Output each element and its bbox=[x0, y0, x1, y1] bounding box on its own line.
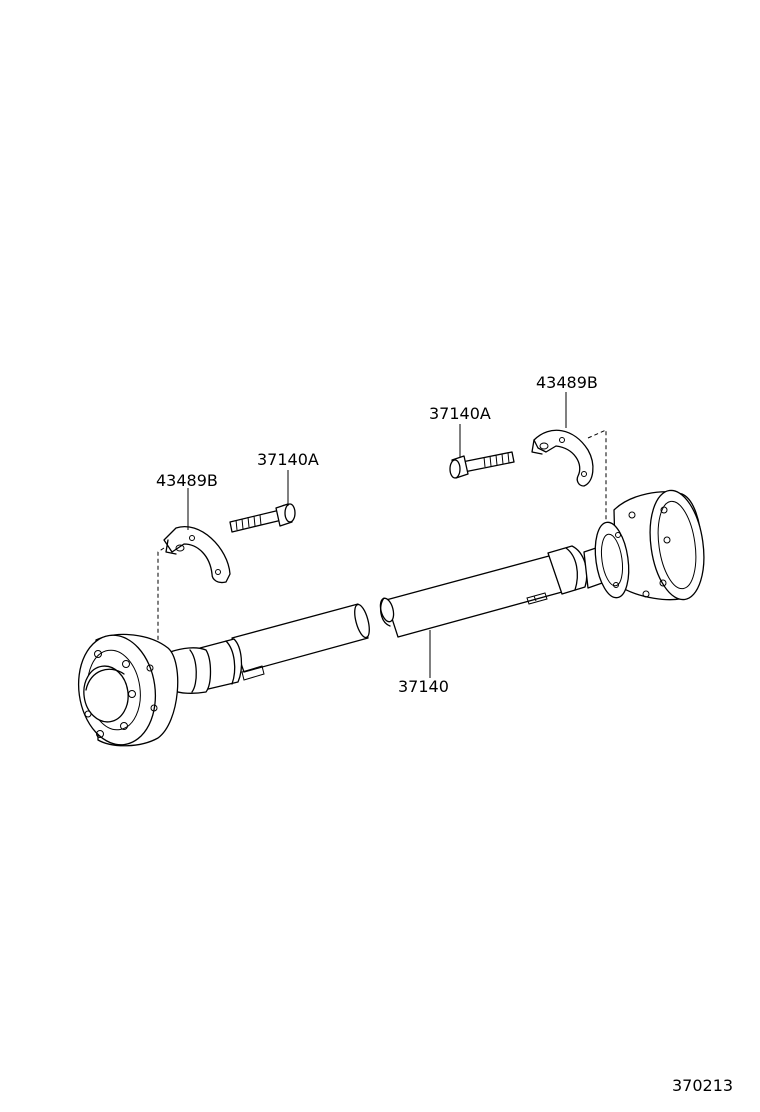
diagram-code: 370213 bbox=[672, 1076, 734, 1095]
flange-right bbox=[594, 489, 705, 601]
bracket-right bbox=[531, 429, 594, 487]
assembly-line-right bbox=[587, 429, 607, 520]
shaft-rear-section bbox=[379, 545, 615, 638]
callout-right-bolt: 37140A bbox=[429, 404, 491, 423]
shaft-front-section bbox=[169, 603, 370, 694]
bolt-left bbox=[229, 503, 296, 533]
callout-shaft: 37140 bbox=[398, 677, 449, 696]
bracket-left bbox=[163, 525, 231, 584]
assembly-line-left bbox=[157, 547, 165, 640]
callout-left-bracket: 43489B bbox=[156, 471, 218, 490]
flange-left bbox=[77, 633, 179, 747]
callout-left-bolt: 37140A bbox=[257, 450, 319, 469]
callout-right-bracket: 43489B bbox=[536, 373, 598, 392]
bolt-right bbox=[449, 451, 515, 479]
